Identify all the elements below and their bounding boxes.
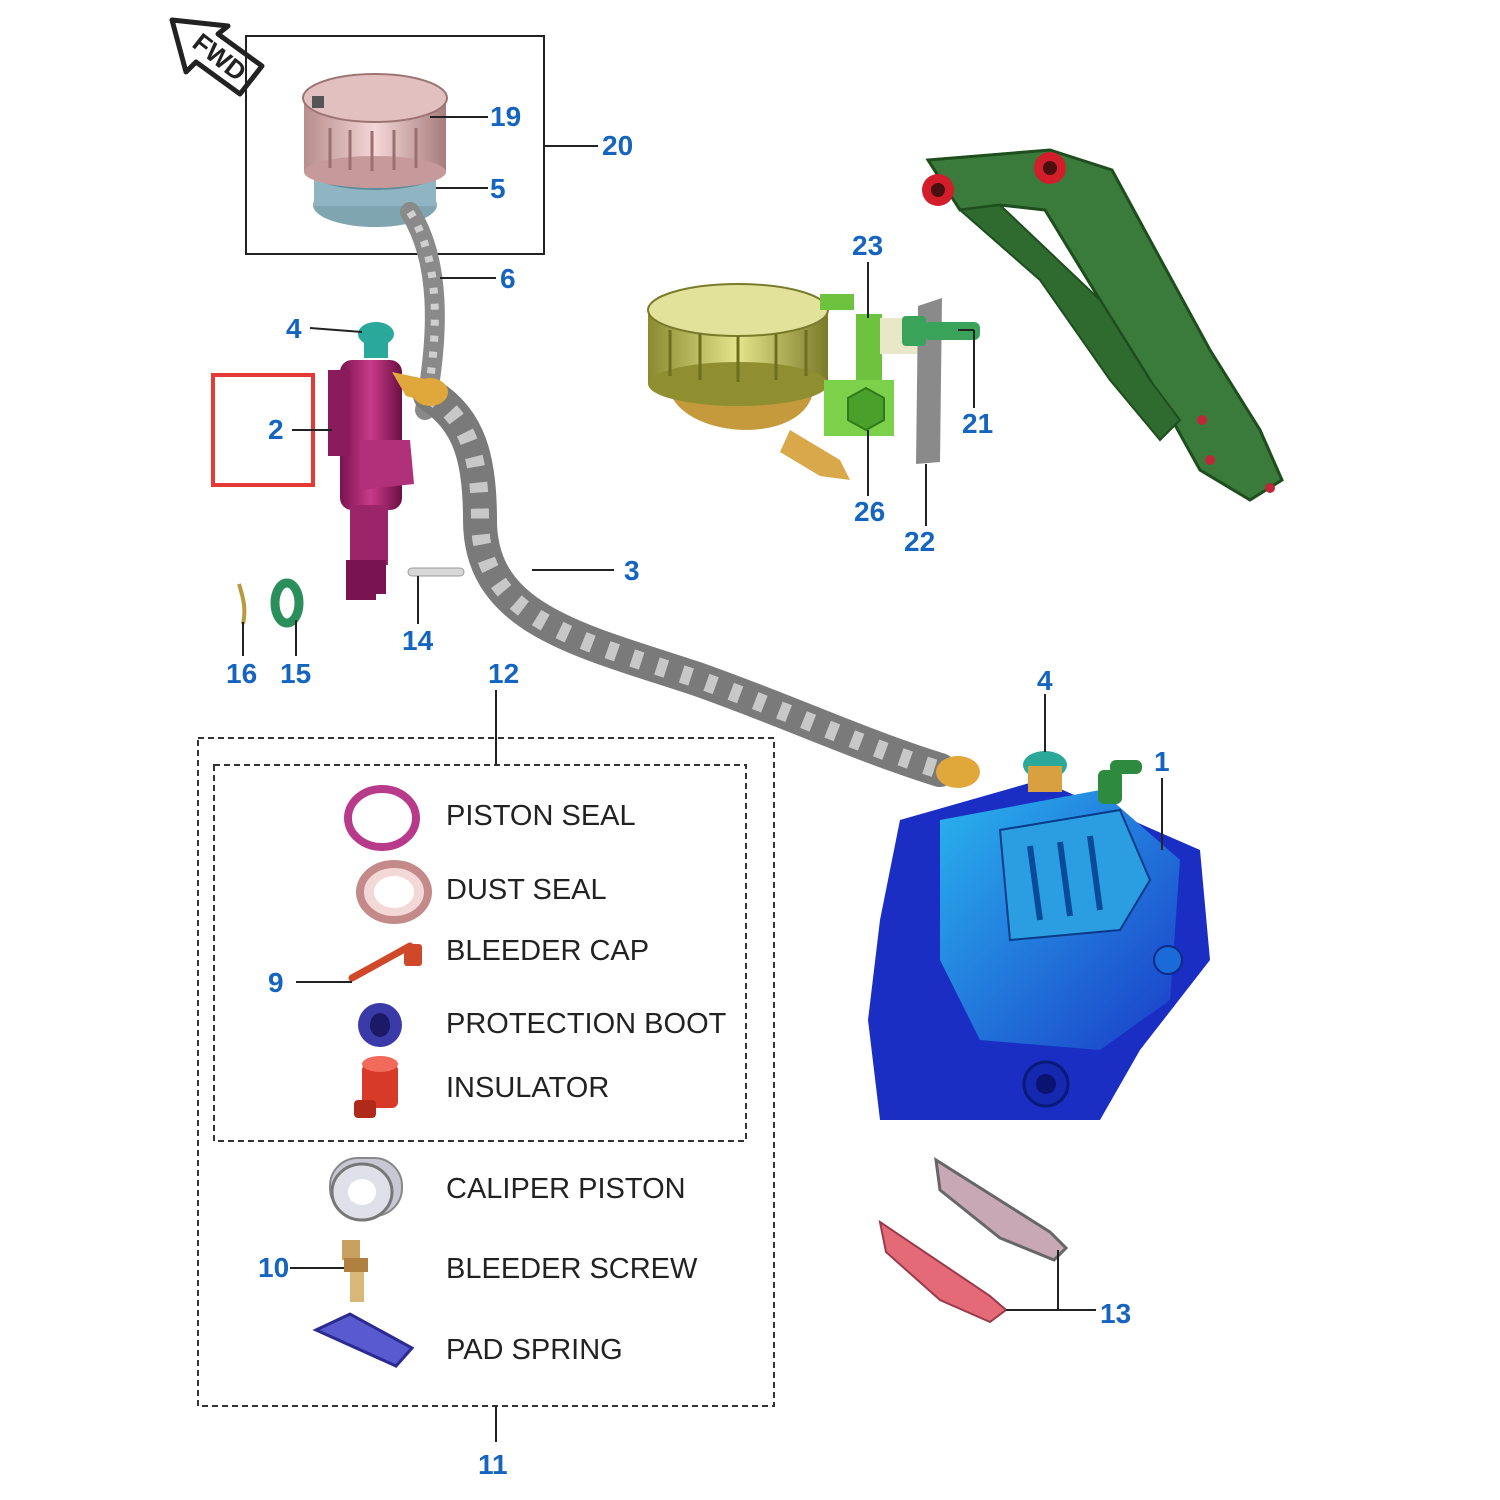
callout-5: 5 bbox=[490, 173, 506, 204]
kit-label-pad-spring: PAD SPRING bbox=[446, 1334, 623, 1366]
callout-4-caliper: 4 bbox=[1037, 665, 1053, 696]
callout-13: 13 bbox=[1100, 1298, 1132, 1329]
callout-19: 19 bbox=[490, 101, 522, 132]
callout-2: 2 bbox=[268, 414, 284, 445]
callout-9: 9 bbox=[268, 967, 284, 998]
pad-spring-icon bbox=[312, 1312, 415, 1368]
cotter-pin-illustration bbox=[237, 583, 247, 625]
kit-label-dust-seal: DUST SEAL bbox=[446, 874, 607, 906]
washer-illustration bbox=[270, 578, 304, 628]
fwd-arrow-icon bbox=[169, 17, 265, 97]
callout-20: 20 bbox=[602, 130, 634, 161]
callout-10: 10 bbox=[258, 1252, 290, 1283]
callout-11: 11 bbox=[478, 1449, 508, 1480]
master-cylinder-illustration bbox=[328, 322, 436, 600]
bleeder-screw-icon bbox=[342, 1240, 368, 1302]
callout-14: 14 bbox=[402, 625, 434, 656]
leader-lines bbox=[242, 116, 1163, 1442]
kit-label-bleeder-screw: BLEEDER SCREW bbox=[446, 1253, 698, 1285]
reservoir-hose-ribs bbox=[406, 209, 439, 411]
seal-kit-box bbox=[213, 764, 747, 1142]
brake-pads-illustration bbox=[878, 1157, 1069, 1324]
kit-label-caliper-piston: CALIPER PISTON bbox=[446, 1173, 686, 1205]
callout-23: 23 bbox=[852, 230, 884, 261]
caliper-kit-box bbox=[197, 737, 775, 1407]
piston-seal-icon bbox=[344, 785, 420, 851]
bleeder-cap-icon bbox=[348, 942, 422, 982]
callout-1: 1 bbox=[1154, 746, 1170, 777]
callout-16: 16 bbox=[226, 658, 258, 689]
brake-caliper-illustration bbox=[868, 751, 1210, 1120]
hose-fitting-bottom bbox=[936, 756, 980, 788]
kit-label-protection-boot: PROTECTION BOOT bbox=[446, 1008, 727, 1040]
callout-3: 3 bbox=[624, 555, 640, 586]
caliper-piston-icon bbox=[329, 1157, 403, 1222]
insulator-icon bbox=[354, 1056, 398, 1118]
hose-fitting-top bbox=[412, 378, 448, 406]
frame-bracket-illustration bbox=[922, 148, 1284, 502]
callout-22: 22 bbox=[904, 526, 936, 557]
kit-label-insulator: INSULATOR bbox=[446, 1072, 610, 1104]
dust-seal-icon bbox=[356, 860, 432, 924]
callout-15: 15 bbox=[280, 658, 312, 689]
callout-12: 12 bbox=[488, 658, 520, 689]
callout-4-master: 4 bbox=[286, 313, 302, 344]
pin-illustration bbox=[407, 567, 465, 577]
callout-26: 26 bbox=[854, 496, 886, 527]
brake-hose-ribs bbox=[424, 387, 943, 779]
callout-21: 21 bbox=[962, 408, 994, 439]
reservoir-illustration bbox=[302, 73, 448, 227]
rear-reservoir-illustration bbox=[647, 283, 980, 480]
kit-label-piston-seal: PISTON SEAL bbox=[446, 800, 636, 832]
kit-label-bleeder-cap: BLEEDER CAP bbox=[446, 935, 650, 967]
callout-6: 6 bbox=[500, 263, 516, 294]
protection-boot-icon bbox=[358, 1003, 402, 1047]
